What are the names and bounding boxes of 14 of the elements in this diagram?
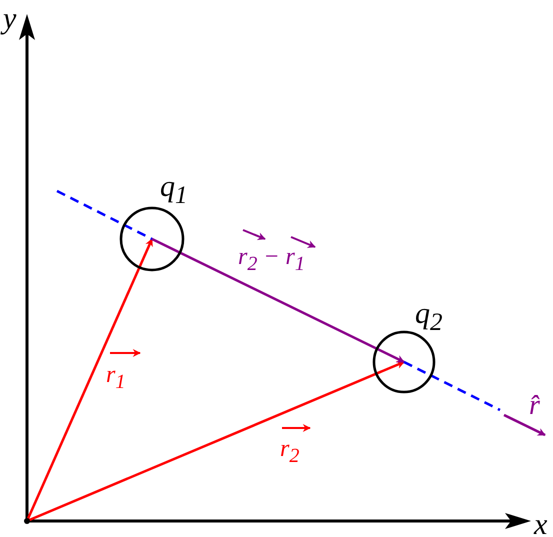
unit-vector-label: r̂ [528, 389, 541, 423]
vector-arrow [151, 238, 405, 364]
dashed-line [56, 190, 153, 240]
charge-label: q$_{1}$ [160, 169, 188, 211]
axis-label: x [532, 507, 548, 537]
edge-label: r$_{1}$ [106, 361, 126, 395]
edge-label: r$_{2}$ [280, 435, 300, 469]
axis-label: y [0, 0, 20, 42]
charge-label: q$_{2}$ [415, 296, 442, 338]
origin-point [24, 518, 30, 524]
vector-arrow [26, 238, 154, 522]
edge-label: r$_{2}$ − r$_{1}$ [238, 243, 305, 277]
dashed-line [403, 360, 501, 412]
vector-arrow [26, 360, 405, 522]
